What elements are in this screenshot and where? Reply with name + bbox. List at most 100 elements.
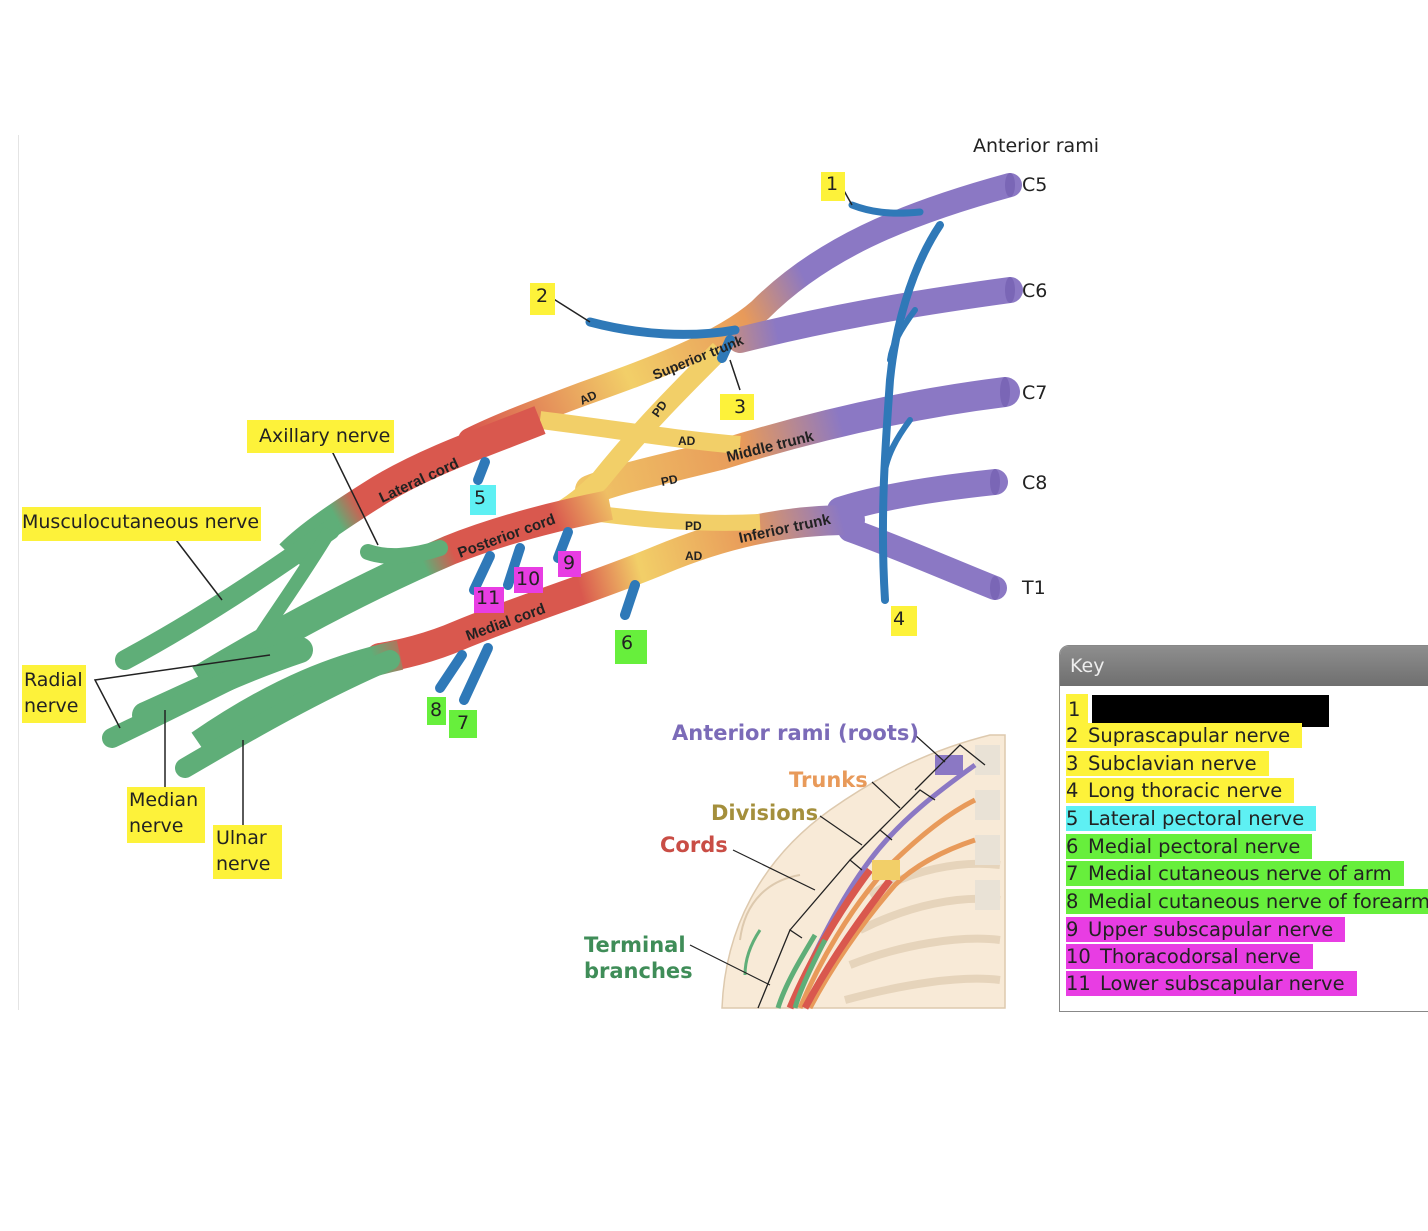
inset-trunks-label: Trunks	[789, 768, 868, 792]
lateral-pectoral-branch	[473, 457, 490, 485]
key-item-1-redacted	[1092, 694, 1329, 727]
inset-cord-2	[801, 877, 893, 1010]
marker-5: 5	[470, 485, 497, 515]
key-item-1-num: 1	[1066, 694, 1088, 725]
key-item-4: 4 Long thoracic nerve	[1066, 778, 1295, 803]
division-cross-2	[538, 411, 741, 454]
branch-nerves	[435, 201, 944, 705]
median-nerve-label: Median nerve	[127, 787, 205, 843]
inset-division-zone	[872, 860, 900, 880]
c6-root-end	[1005, 277, 1015, 303]
ad-label-2: AD	[678, 434, 696, 448]
inset-leader-trunks	[871, 781, 901, 809]
ulnar-nerve-label: Ulnar nerve	[213, 825, 282, 879]
root-c6: C6	[1022, 280, 1048, 302]
marker-11: 11	[474, 587, 505, 613]
median-lateral-root	[239, 526, 337, 664]
inset-bracket-divisions	[849, 829, 893, 861]
inset-cord-1	[786, 867, 873, 1010]
inset-terminal-2	[792, 938, 828, 1009]
radial-nerve-tract	[102, 650, 280, 748]
t1-root-end	[990, 576, 1000, 600]
c8-root-tract	[827, 469, 1008, 523]
key-item-8-label: Medial cutaneous nerve of forearm	[1088, 890, 1428, 913]
marker-2: 2	[530, 283, 556, 315]
key-item-11-num: 11	[1066, 972, 1091, 995]
key-item-5-label: Lateral pectoral nerve	[1088, 807, 1305, 830]
pd-label-2: PD	[660, 472, 680, 489]
inset-bracket-roots	[914, 744, 986, 791]
marker-1: 1	[821, 172, 846, 201]
key-item-11-label: Lower subscapular nerve	[1100, 972, 1345, 995]
inset-nerve-3	[807, 837, 976, 1010]
medial-cutaneous-arm-branch	[459, 643, 493, 705]
ad-label-3: AD	[685, 549, 703, 563]
subclavian-branch	[717, 335, 735, 363]
key-item-3-num: 3	[1066, 752, 1079, 775]
key-item-7-num: 7	[1066, 862, 1079, 885]
key-item-10-label: Thoracodorsal nerve	[1100, 945, 1301, 968]
key-item-4-label: Long thoracic nerve	[1088, 779, 1283, 802]
root-c7: C7	[1022, 382, 1048, 404]
key-item-10: 10 Thoracodorsal nerve	[1066, 944, 1313, 969]
ulnar-nerve-label-line2: nerve	[216, 853, 271, 875]
inferior-trunk-tract	[365, 505, 865, 673]
inset-terminal-3	[743, 929, 762, 976]
key-item-1: 1	[1066, 694, 1329, 727]
key-item-3: 3 Subclavian nerve	[1066, 751, 1269, 776]
marker-3: 3	[720, 394, 755, 420]
suprascapular-branch	[585, 317, 740, 339]
inset-cords-label: Cords	[660, 833, 728, 857]
ad-label-1: AD	[577, 388, 599, 408]
key-item-5-num: 5	[1066, 807, 1079, 830]
ulnar-nerve-tract	[175, 650, 400, 778]
musculocutaneous-tract	[115, 520, 340, 670]
c8-root-end	[990, 469, 1000, 495]
long-thoracic-c7-root	[882, 417, 913, 473]
c5-root-end	[1005, 173, 1015, 197]
key-title: Key	[1060, 646, 1428, 686]
inset-vertebra-4	[975, 880, 1000, 910]
leader-musculocutaneous	[169, 531, 223, 601]
marker-8: 8	[427, 697, 447, 725]
inset-divisions-label: Divisions	[711, 801, 819, 825]
leader-2	[551, 297, 591, 323]
inset-bracket-trunks	[879, 789, 936, 831]
key-item-4-num: 4	[1066, 779, 1079, 802]
c7-root-end	[1000, 377, 1010, 407]
key-item-3-label: Subclavian nerve	[1088, 752, 1257, 775]
inset-rib-3	[848, 934, 1001, 969]
leader-3	[729, 359, 741, 391]
inset-roots-label: Anterior rami (roots)	[672, 721, 919, 745]
key-item-11: 11 Lower subscapular nerve	[1066, 971, 1357, 996]
root-c5: C5	[1022, 174, 1048, 196]
median-nerve-label-line2: nerve	[129, 815, 184, 837]
inset-vertebra-2	[975, 790, 1000, 820]
inset-terminal-label-line2: branches	[584, 959, 693, 983]
medial-pectoral-branch	[620, 580, 640, 620]
marker-7: 7	[449, 710, 478, 738]
inset-bracket-cords	[789, 859, 863, 931]
inset-leader-roots	[914, 734, 946, 763]
root-c8: C8	[1022, 472, 1048, 494]
long-thoracic-branch	[878, 221, 944, 604]
leader-axillary	[329, 446, 379, 546]
leader-lines	[93, 179, 853, 826]
lower-subscapular-branch	[469, 551, 495, 595]
marker-4: 4	[891, 606, 918, 636]
key-item-10-num: 10	[1066, 945, 1091, 968]
anterior-rami-title: Anterior rami	[973, 135, 1099, 157]
thoracodorsal-branch	[503, 543, 525, 590]
root-t1: T1	[1022, 577, 1046, 599]
inset-terminal-1	[775, 933, 818, 1009]
inset-shoulder	[739, 874, 801, 941]
musculocutaneous-nerve-label: Musculocutaneous nerve	[22, 507, 262, 541]
key-item-9-label: Upper subscapular nerve	[1088, 918, 1334, 941]
medial-cutaneous-forearm-branch	[435, 650, 467, 693]
